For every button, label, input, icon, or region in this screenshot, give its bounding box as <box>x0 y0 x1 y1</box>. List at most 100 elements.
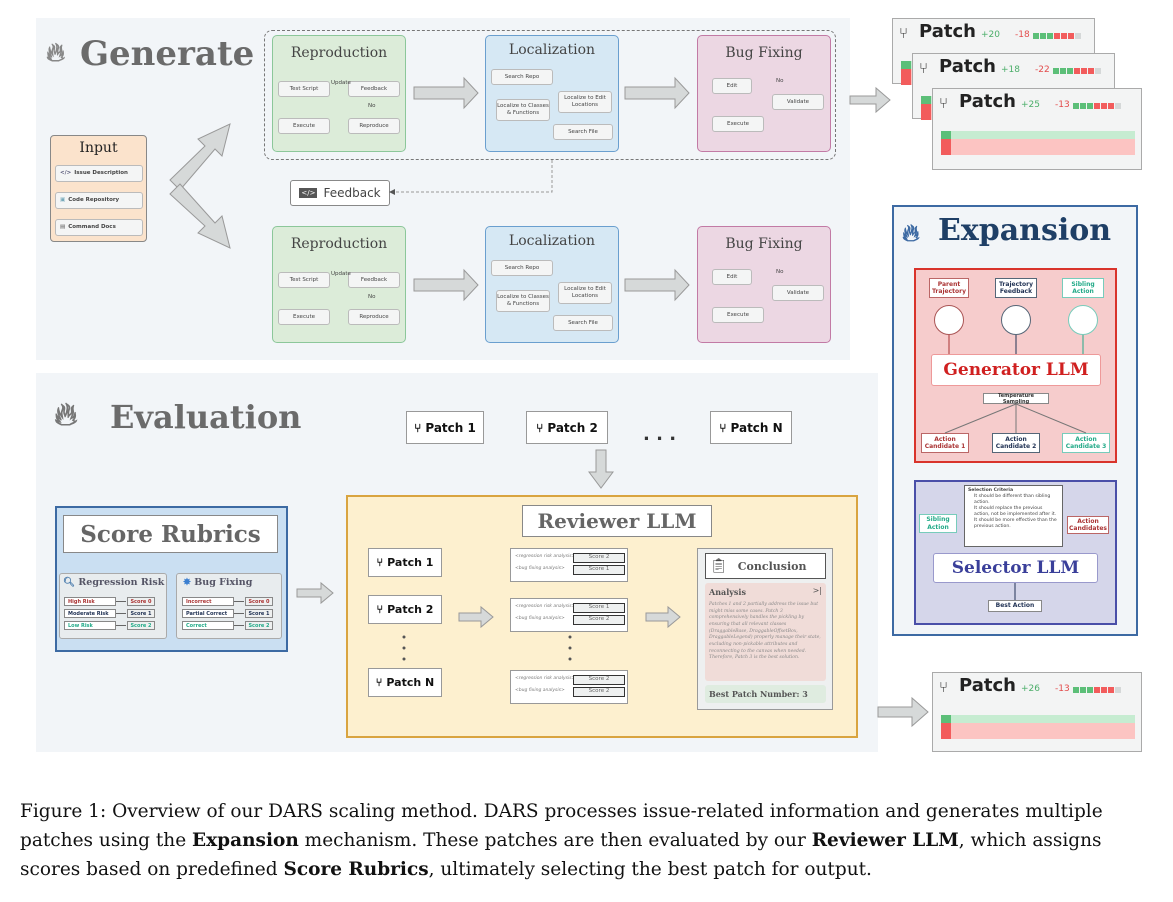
diffstat-square <box>1074 68 1080 74</box>
git-branch-icon: ⑂ <box>719 420 727 435</box>
bug-fixing-stage-2: Bug Fixing Edit Validate Execute No <box>697 226 831 343</box>
diff-bar <box>941 131 1135 155</box>
diffstat-square <box>1033 33 1039 39</box>
input-node-circle <box>1001 305 1031 335</box>
arrow-scores-to-conclusion <box>645 605 681 629</box>
feedback-node: Feedback <box>348 272 400 288</box>
pull-request-icon: ⑂ <box>939 94 949 112</box>
analysis-box: Analysis >| Patches 1 and 2 partially ad… <box>705 583 826 681</box>
diffstat-square <box>1068 33 1074 39</box>
patch-label: Patch <box>959 91 1016 112</box>
pull-request-icon: ⑂ <box>939 678 949 696</box>
validate-node: Validate <box>772 94 824 110</box>
generate-title: Generate <box>80 34 255 74</box>
bugfix-score: Score 1 <box>573 565 625 575</box>
reproduction-stage-2: Reproduction Test Script Feedback Execut… <box>272 226 406 343</box>
score-card: <regression risk analysis> <bug fixing a… <box>510 548 628 582</box>
vertical-ellipsis <box>402 635 572 661</box>
rubric-criterion: Low Risk <box>64 621 116 630</box>
pull-request-icon: ⑂ <box>919 59 929 77</box>
reviewer-patch-2: ⑂Patch 2 <box>368 595 442 624</box>
feedback-box: </>Feedback <box>290 180 390 206</box>
diffstat-square <box>1115 687 1121 693</box>
sibling-action: Sibling Action <box>1062 278 1104 298</box>
localize-classes-node: Localize to Classes & Functions <box>496 99 550 121</box>
diffstat-square <box>1108 103 1114 109</box>
rubric-score: Score 2 <box>127 621 155 630</box>
git-branch-icon: ⑂ <box>414 420 422 435</box>
selector-llm: Selector LLM <box>933 553 1098 583</box>
diffstat-square <box>1080 687 1086 693</box>
reproduce-node: Reproduce <box>348 118 400 134</box>
diffstat-square <box>1108 687 1114 693</box>
diffstat-square <box>1088 68 1094 74</box>
patch-label: Patch <box>939 56 996 77</box>
evaluation-title: Evaluation <box>110 398 302 436</box>
repo-icon: ▣ <box>60 197 66 204</box>
action-candidate-2: Action Candidate 2 <box>992 433 1040 453</box>
final-patch-card: ⑂ Patch +26 -13 <box>932 672 1142 752</box>
additions: +18 <box>1001 65 1020 75</box>
test-script-node: Test Script <box>278 272 330 288</box>
feedback-node: Feedback <box>348 81 400 97</box>
rubric-criterion: Moderate Risk <box>64 609 116 618</box>
reviewer-llm-title: Reviewer LLM <box>522 505 712 537</box>
score-card: <regression risk analysis> <bug fixing a… <box>510 598 628 632</box>
rubric-criterion: High Risk <box>64 597 116 606</box>
first-iteration-dashed-box <box>264 30 836 160</box>
additions: +26 <box>1021 684 1040 694</box>
collapse-icon[interactable]: >| <box>812 586 822 595</box>
arrow-loc-to-bugfix-2 <box>624 268 690 302</box>
selection-criteria: Selection Criteria It should be differen… <box>964 485 1063 547</box>
input-node-circle <box>934 305 964 335</box>
action-candidate-3: Action Candidate 3 <box>1062 433 1110 453</box>
git-branch-icon: ⑂ <box>376 603 384 616</box>
edit-node: Edit <box>712 269 752 285</box>
localize-edit-node: Localize to Edit Locations <box>558 91 612 113</box>
diffstat-square <box>1053 68 1059 74</box>
reproduce-node: Reproduce <box>348 309 400 325</box>
feedback-loop-line <box>389 160 553 195</box>
reviewer-patch-n: ⑂Patch N <box>368 668 442 697</box>
rubric-score: Score 0 <box>245 597 273 606</box>
search-repo-node: Search Repo <box>491 260 553 276</box>
diff-bar <box>941 715 1135 739</box>
arrow-repro-to-loc <box>413 76 479 110</box>
diffstat-square <box>1060 68 1066 74</box>
diffstat-square <box>1087 687 1093 693</box>
flame-icon: 🔥︎ <box>46 38 66 68</box>
deletions: -13 <box>1055 100 1070 110</box>
diffstat-square <box>1061 33 1067 39</box>
arrow-to-final-patch <box>877 696 929 728</box>
ellipsis: . . . <box>643 424 677 445</box>
diffstat-square <box>1081 68 1087 74</box>
deletions: -22 <box>1035 65 1050 75</box>
git-branch-icon: ⑂ <box>375 676 383 689</box>
diffstat-square <box>1073 103 1079 109</box>
diffstat-square <box>1095 68 1101 74</box>
arrow-repro-to-loc-2 <box>413 268 479 302</box>
patch-card: ⑂ Patch +25 -13 <box>932 88 1142 170</box>
pull-request-icon: ⑂ <box>899 24 909 42</box>
validate-node: Validate <box>772 285 824 301</box>
sibling-action: Sibling Action <box>919 514 957 533</box>
edit-node: Edit <box>712 78 752 94</box>
diffstat-square <box>1101 103 1107 109</box>
git-branch-icon: ⑂ <box>376 556 384 569</box>
document-icon: ▤ <box>60 224 66 231</box>
patch-2-input: ⑂Patch 2 <box>526 411 608 444</box>
deletions: -18 <box>1015 30 1030 40</box>
search-file-node: Search File <box>553 315 613 331</box>
additions: +20 <box>981 30 1000 40</box>
rubric-score: Score 1 <box>127 609 155 618</box>
rubric-criterion: Incorrect <box>182 597 234 606</box>
arrow-patches-to-scores <box>458 605 494 629</box>
score-rubrics-title: Score Rubrics <box>63 515 278 553</box>
search-repo-node: Search Repo <box>491 69 553 85</box>
input-box: Input </>Issue Description ▣Code Reposit… <box>50 135 147 242</box>
execute-node: Execute <box>712 307 764 323</box>
conclusion-header: 📋︎ Conclusion <box>705 553 826 579</box>
diffstat-square <box>1115 103 1121 109</box>
diffstat-square <box>1073 687 1079 693</box>
